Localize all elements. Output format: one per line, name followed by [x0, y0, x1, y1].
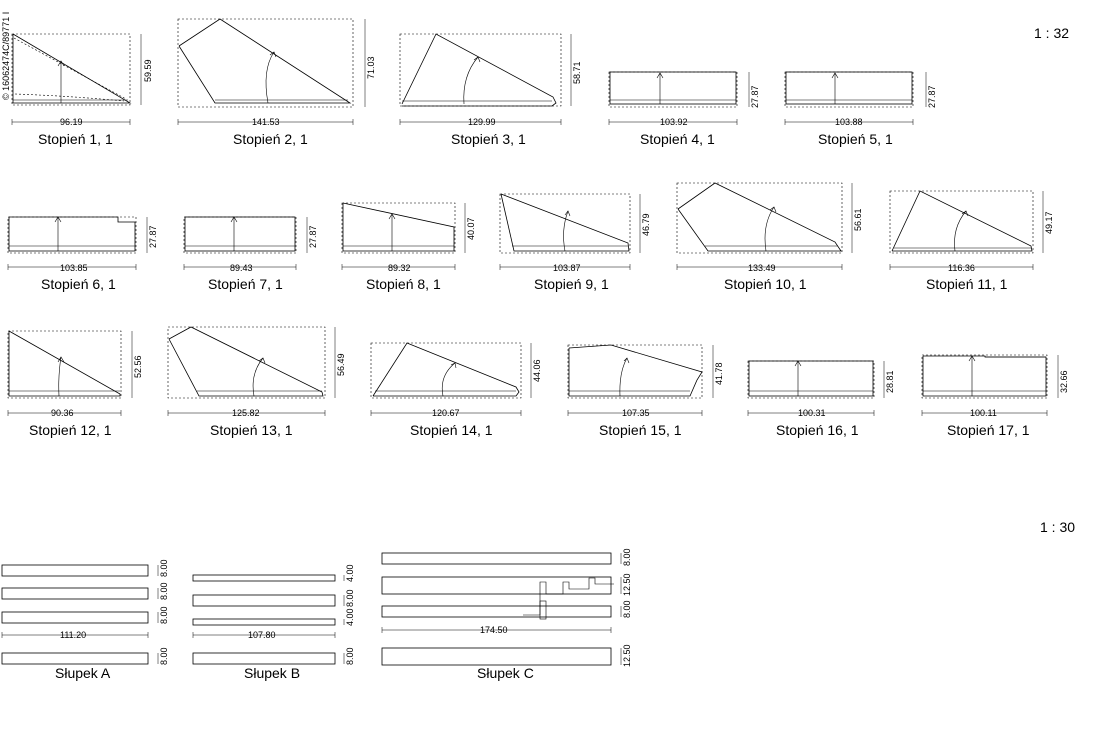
step-7-label: Stopień 7, 1 — [208, 276, 283, 292]
step-13-label: Stopień 13, 1 — [210, 422, 293, 438]
step-14-width: 120.67 — [432, 408, 460, 418]
step-9-width: 103.87 — [553, 263, 581, 273]
post-c-label: Słupek C — [477, 665, 534, 681]
step-6-height: 27.87 — [148, 225, 158, 248]
step-3-width: 129.99 — [468, 117, 496, 127]
post-a-dim-4: 8.00 — [159, 647, 169, 665]
step-13-width: 125.82 — [232, 408, 260, 418]
step-5-width: 103.88 — [835, 117, 863, 127]
step-11-width: 116.36 — [948, 263, 975, 273]
post-c-length: 174.50 — [480, 625, 508, 635]
step-15-label: Stopień 15, 1 — [599, 422, 682, 438]
post-b-dim-3: 4.00 — [345, 608, 355, 626]
step-6-label: Stopień 6, 1 — [41, 276, 116, 292]
step-3-height: 58.71 — [572, 61, 582, 84]
step-12-width: 90.36 — [51, 408, 74, 418]
step-15-width: 107.35 — [622, 408, 650, 418]
step-13-height: 56.49 — [336, 353, 346, 376]
step-1-height: 59.59 — [143, 59, 153, 82]
step-7-width: 89.43 — [230, 263, 253, 273]
scale-top: 1 : 32 — [1034, 25, 1069, 41]
step-8-height: 40.07 — [466, 217, 476, 240]
step-14-label: Stopień 14, 1 — [410, 422, 493, 438]
post-c: 174.50 8.00 12.50 8.00 12.50 Słupek C — [381, 548, 632, 681]
step-17: 100.11 32.66 Stopień 17, 1 — [921, 354, 1069, 438]
step-2-height: 71.03 — [366, 56, 376, 79]
scale-bottom: 1 : 30 — [1040, 519, 1075, 535]
post-b-dim-2: 8.00 — [345, 589, 355, 607]
step-12-label: Stopień 12, 1 — [29, 422, 112, 438]
step-5-label: Stopień 5, 1 — [818, 131, 893, 147]
step-11-height: 49.17 — [1044, 211, 1054, 234]
post-b-dim-1: 4.00 — [345, 564, 355, 582]
step-10-width: 133.49 — [748, 263, 776, 273]
step-10: 133.49 56.61 Stopień 10, 1 — [676, 182, 863, 292]
step-1: 96.19 59.59 Stopień 1, 1 — [11, 33, 153, 147]
step-11-label: Stopień 11, 1 — [926, 276, 1008, 292]
step-8-width: 89.32 — [388, 263, 411, 273]
post-b: 107.80 4.00 8.00 4.00 8.00 Słupek B — [192, 564, 355, 681]
step-5: 103.88 27.87 Stopień 5, 1 — [784, 71, 937, 147]
watermark-text: © 16062474C/89771 I — [1, 12, 11, 100]
post-a-dim-3: 8.00 — [159, 606, 169, 624]
step-9-label: Stopień 9, 1 — [534, 276, 609, 292]
step-7-height: 27.87 — [308, 225, 318, 248]
step-10-height: 56.61 — [853, 208, 863, 231]
post-c-dim-2: 12.50 — [622, 573, 632, 596]
post-a-dim-1: 8.00 — [159, 559, 169, 577]
step-4: 103.92 27.87 Stopień 4, 1 — [608, 71, 760, 147]
step-3-label: Stopień 3, 1 — [451, 131, 526, 147]
step-2-width: 141.53 — [252, 117, 280, 127]
step-16-label: Stopień 16, 1 — [776, 422, 859, 438]
step-2: 141.53 71.03 Stopień 2, 1 — [177, 18, 376, 147]
step-16-width: 100.31 — [798, 408, 826, 418]
step-17-height: 32.66 — [1059, 370, 1069, 393]
step-17-label: Stopień 17, 1 — [947, 422, 1030, 438]
step-8: 89.32 40.07 Stopień 8, 1 — [341, 202, 476, 292]
post-b-label: Słupek B — [244, 665, 300, 681]
post-a-length: 111.20 — [60, 630, 86, 640]
step-9: 103.87 46.79 Stopień 9, 1 — [499, 193, 651, 292]
post-b-length: 107.80 — [248, 630, 276, 640]
step-7: 89.43 27.87 Stopień 7, 1 — [183, 216, 318, 292]
post-a-dim-2: 8.00 — [159, 582, 169, 600]
step-14-height: 44.06 — [532, 359, 542, 382]
step-12-height: 52.56 — [133, 355, 143, 378]
step-6: 103.85 27.87 Stopień 6, 1 — [7, 216, 158, 292]
step-15: 107.35 41.78 Stopień 15, 1 — [567, 344, 724, 438]
post-b-dim-4: 8.00 — [345, 647, 355, 665]
step-14: 120.67 44.06 Stopień 14, 1 — [370, 342, 542, 438]
step-15-height: 41.78 — [714, 362, 724, 385]
step-8-label: Stopień 8, 1 — [366, 276, 441, 292]
step-10-label: Stopień 10, 1 — [724, 276, 807, 292]
post-c-dim-1: 8.00 — [622, 548, 632, 566]
post-c-dim-4: 12.50 — [622, 644, 632, 667]
post-a-label: Słupek A — [55, 665, 111, 681]
step-16-height: 28.81 — [885, 370, 895, 393]
step-1-label: Stopień 1, 1 — [38, 131, 113, 147]
step-12: 90.36 52.56 Stopień 12, 1 — [7, 330, 143, 438]
step-4-label: Stopień 4, 1 — [640, 131, 715, 147]
step-6-width: 103.85 — [60, 263, 88, 273]
step-2-label: Stopień 2, 1 — [233, 131, 308, 147]
step-17-width: 100.11 — [970, 408, 997, 418]
step-13: 125.82 56.49 Stopień 13, 1 — [167, 326, 346, 438]
step-4-width: 103.92 — [660, 117, 688, 127]
post-c-dim-3: 8.00 — [622, 600, 632, 618]
step-4-height: 27.87 — [750, 85, 760, 108]
step-16: 100.31 28.81 Stopień 16, 1 — [747, 360, 895, 438]
step-9-height: 46.79 — [641, 213, 651, 236]
step-11: 116.36 49.17 Stopień 11, 1 — [889, 190, 1054, 292]
post-a: 111.20 8.00 8.00 8.00 8.00 Słupek A — [1, 559, 169, 681]
step-3: 129.99 58.71 Stopień 3, 1 — [399, 33, 582, 147]
step-1-width: 96.19 — [60, 117, 83, 127]
step-5-height: 27.87 — [927, 85, 937, 108]
